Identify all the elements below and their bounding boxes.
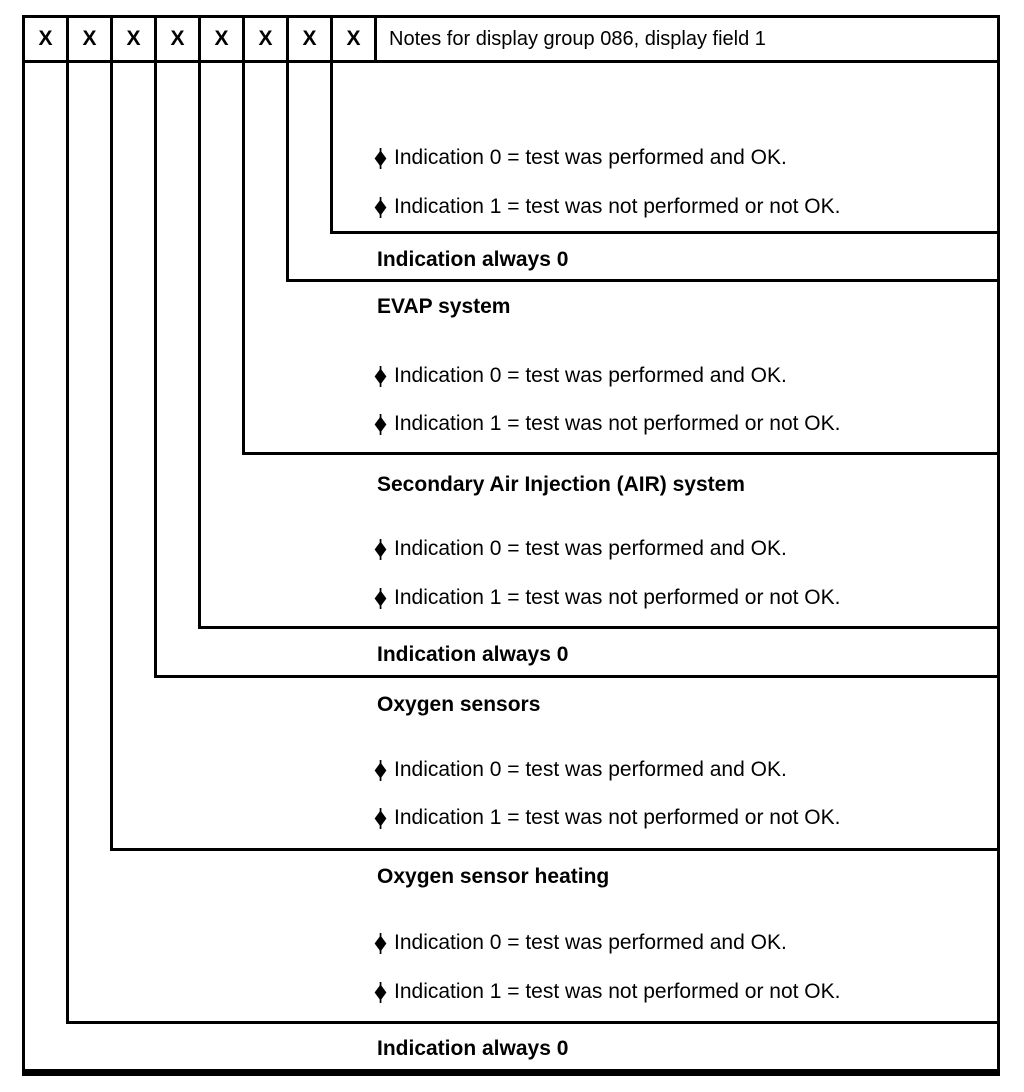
bit-cell-7: X: [289, 18, 333, 60]
diamond-bullet-icon: [374, 587, 387, 609]
diamond-bullet-icon: [374, 538, 387, 560]
diamond-bullet-icon: [374, 807, 387, 829]
bit6-bracket-vline: [242, 63, 245, 455]
bit5-heading: Secondary Air Injection (AIR) system: [377, 473, 745, 496]
diamond-bullet-icon: [374, 981, 387, 1003]
bullet-text: Indication 1 = test was not performed or…: [394, 586, 841, 609]
bullet-text: Indication 1 = test was not performed or…: [394, 806, 841, 829]
diamond-bullet-icon: [374, 196, 387, 218]
bit5-bullet-0: Indication 0 = test was performed and OK…: [374, 537, 787, 561]
bullet-text: Indication 1 = test was not performed or…: [394, 412, 841, 435]
bit5-bullet-1: Indication 1 = test was not performed or…: [374, 586, 841, 610]
right-edge-line: [997, 63, 1000, 1076]
bit5-bracket-vline: [198, 63, 201, 629]
diamond-bullet-icon: [374, 147, 387, 169]
bit1-bracket-hline: [22, 1069, 1000, 1076]
bit3-bullet-0: Indication 0 = test was performed and OK…: [374, 758, 787, 782]
bit4-bracket-hline: [154, 675, 1000, 678]
notes-header-cell: Notes for display group 086, display fie…: [389, 27, 766, 50]
bit7-bracket-hline: [286, 279, 1000, 282]
bit-cell-3: X: [113, 18, 157, 60]
bit-cell-8: X: [333, 18, 377, 60]
diamond-bullet-icon: [374, 365, 387, 387]
bit2-bullet-0: Indication 0 = test was performed and OK…: [374, 931, 787, 955]
bit4-bracket-vline: [154, 63, 157, 678]
bit3-bullet-1: Indication 1 = test was not performed or…: [374, 806, 841, 830]
bit8-bullet-1: Indication 1 = test was not performed or…: [374, 195, 841, 219]
bit8-bracket-hline: [330, 231, 1000, 234]
bit8-bullet-0: Indication 0 = test was performed and OK…: [374, 146, 787, 170]
diamond-bullet-icon: [374, 932, 387, 954]
bit8-bracket-vline: [330, 63, 333, 234]
bullet-text: Indication 0 = test was performed and OK…: [394, 146, 787, 169]
bit2-bullet-1: Indication 1 = test was not performed or…: [374, 980, 841, 1004]
bullet-text: Indication 0 = test was performed and OK…: [394, 364, 787, 387]
bit7-bracket-vline: [286, 63, 289, 282]
bit6-bullet-0: Indication 0 = test was performed and OK…: [374, 364, 787, 388]
bit-cell-2: X: [69, 18, 113, 60]
bit-header-row: X X X X X X X X Notes for display group …: [22, 15, 1000, 63]
bit2-bracket-vline: [66, 63, 69, 1024]
bullet-text: Indication 0 = test was performed and OK…: [394, 758, 787, 781]
bit-cell-5: X: [201, 18, 245, 60]
bit6-bullet-1: Indication 1 = test was not performed or…: [374, 412, 841, 436]
bit-cell-6: X: [245, 18, 289, 60]
bit6-heading: EVAP system: [377, 295, 511, 318]
bit3-heading: Oxygen sensors: [377, 693, 541, 716]
bit7-label: Indication always 0: [377, 248, 569, 271]
bit3-bracket-hline: [110, 848, 1000, 851]
bullet-text: Indication 0 = test was performed and OK…: [394, 931, 787, 954]
bit3-bracket-vline: [110, 63, 113, 851]
bit1-bracket-vline: [22, 63, 25, 1076]
bit-cell-4: X: [157, 18, 201, 60]
bit6-bracket-hline: [242, 452, 1000, 455]
bit1-label: Indication always 0: [377, 1037, 569, 1060]
bullet-text: Indication 1 = test was not performed or…: [394, 980, 841, 1003]
bit2-bracket-hline: [66, 1021, 1000, 1024]
diamond-bullet-icon: [374, 759, 387, 781]
diamond-bullet-icon: [374, 413, 387, 435]
bullet-text: Indication 0 = test was performed and OK…: [394, 537, 787, 560]
bit-cell-1: X: [25, 18, 69, 60]
bit4-label: Indication always 0: [377, 643, 569, 666]
bullet-text: Indication 1 = test was not performed or…: [394, 195, 841, 218]
bit2-heading: Oxygen sensor heating: [377, 865, 610, 888]
bit5-bracket-hline: [198, 626, 1000, 629]
